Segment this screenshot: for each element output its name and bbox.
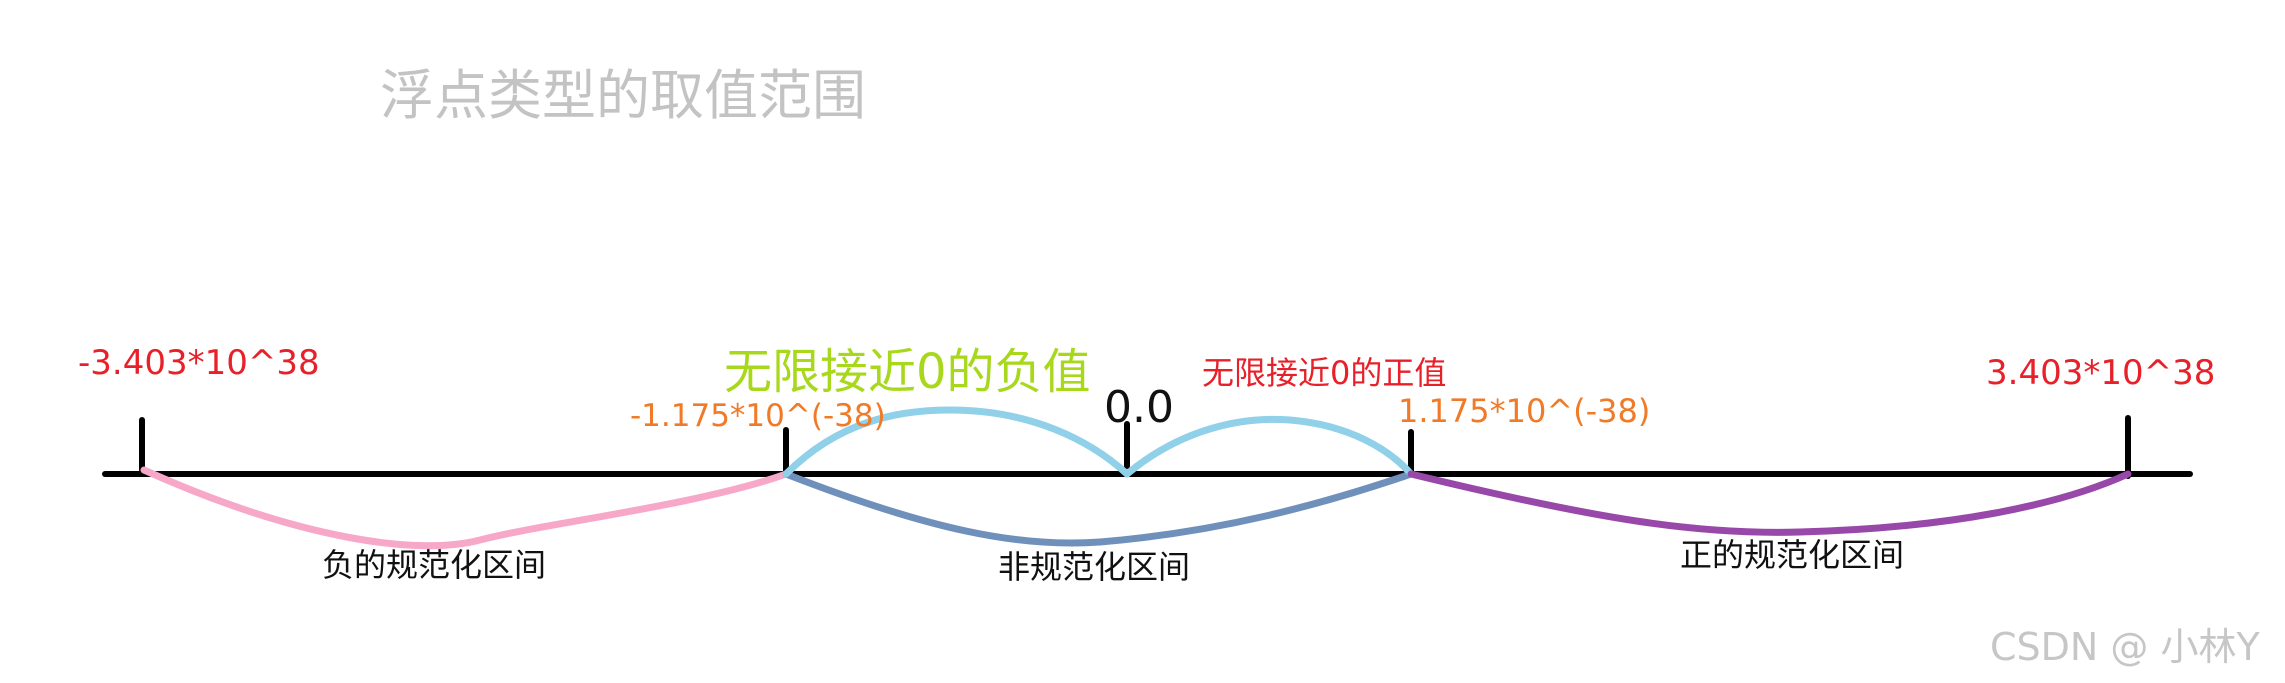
- label-pos-min: 1.175*10^(-38): [1398, 392, 1650, 430]
- denormal-arc: [782, 470, 1415, 547]
- pos-normal-arc: [1407, 470, 2132, 536]
- label-zero: 0.0: [1104, 382, 1174, 433]
- watermark: CSDN @ 小林Y: [1990, 625, 2260, 669]
- approach-pos-zero-arc: [1123, 415, 1415, 478]
- interval-pos-normal: 正的规范化区间: [1680, 536, 1904, 574]
- diagram-title: 浮点类型的取值范围: [380, 64, 866, 127]
- label-pos-max: 3.403*10^38: [1986, 353, 2215, 393]
- label-approach-neg-zero: 无限接近0的负值: [724, 344, 1091, 400]
- label-neg-max: -3.403*10^38: [78, 343, 320, 383]
- label-neg-min: -1.175*10^(-38): [630, 398, 886, 434]
- label-approach-pos-zero: 无限接近0的正值: [1202, 354, 1446, 392]
- neg-normal-arc: [140, 466, 790, 550]
- interval-denormal: 非规范化区间: [998, 548, 1190, 586]
- interval-neg-normal: 负的规范化区间: [322, 546, 546, 584]
- approach-neg-zero-arc: [782, 406, 1131, 478]
